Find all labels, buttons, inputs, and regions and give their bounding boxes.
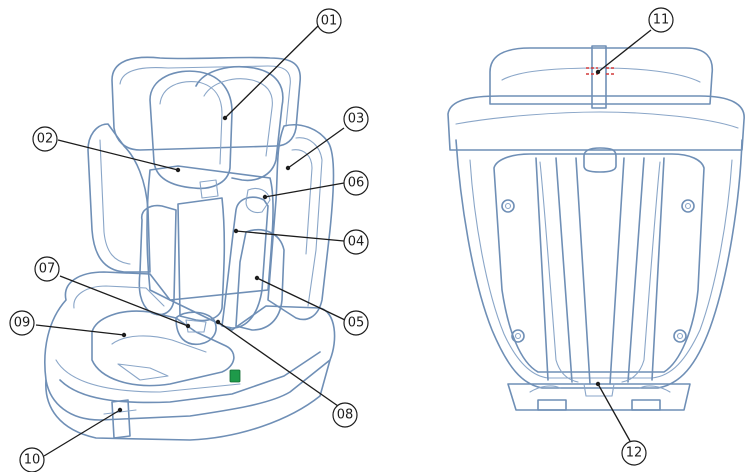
backrest-left-wing [87,123,151,273]
callout-11: 11 [648,7,674,33]
isofix-slot-left [537,399,567,411]
callout-05: 05 [343,310,369,336]
svg-text:12: 12 [626,446,643,461]
shoulder-pad-right [221,196,269,329]
isofix-slot-right [631,399,661,411]
side-support-right [235,228,285,331]
buckle [175,311,217,346]
callout-09: 09 [9,310,35,336]
svg-text:02: 02 [37,132,54,147]
callout-06: 06 [343,170,369,196]
callout-03: 03 [343,106,369,132]
callout-10: 10 [19,447,45,472]
callout-08: 08 [332,402,358,428]
back-recess [493,153,705,373]
screw-icon [673,329,687,343]
svg-text:05: 05 [348,316,365,331]
headrest-back [489,47,714,105]
back-shell-top [447,95,745,151]
base-bottom [45,359,331,441]
front-view-seat [44,56,336,441]
backrest-center [146,165,274,301]
headrest-adjust-strip [591,45,607,109]
svg-text:09: 09 [14,316,31,331]
back-view-seat [447,45,745,411]
shoulder-pad-center [177,197,226,322]
shoulder-pad-left [138,204,177,316]
callout-02: 02 [32,126,58,152]
callout-01: 01 [316,8,342,34]
svg-text:03: 03 [348,112,365,127]
svg-text:07: 07 [39,262,56,277]
svg-text:04: 04 [348,235,365,250]
screw-icon [681,199,695,213]
headrest-pad-right [195,66,284,182]
callout-04: 04 [343,229,369,255]
red-marker [586,67,614,75]
svg-text:08: 08 [337,408,354,423]
svg-text:06: 06 [348,176,365,191]
svg-text:11: 11 [653,13,670,28]
base-front [59,351,321,404]
backrest-right-wing [267,124,335,321]
svg-text:01: 01 [321,14,338,29]
back-handle [583,147,617,173]
isofix-indicator [229,369,241,383]
back-base [507,383,691,411]
front-belt-guide [111,399,131,439]
seat-cushion [91,310,235,387]
screw-icon [501,199,515,213]
headrest-shell [111,56,301,151]
svg-text:10: 10 [24,453,41,468]
seat-base [44,271,336,421]
headrest-pad [149,70,233,190]
callout-07: 07 [34,256,60,282]
callout-12: 12 [621,440,647,466]
screw-icon [511,329,525,343]
leader-lines [35,25,652,457]
